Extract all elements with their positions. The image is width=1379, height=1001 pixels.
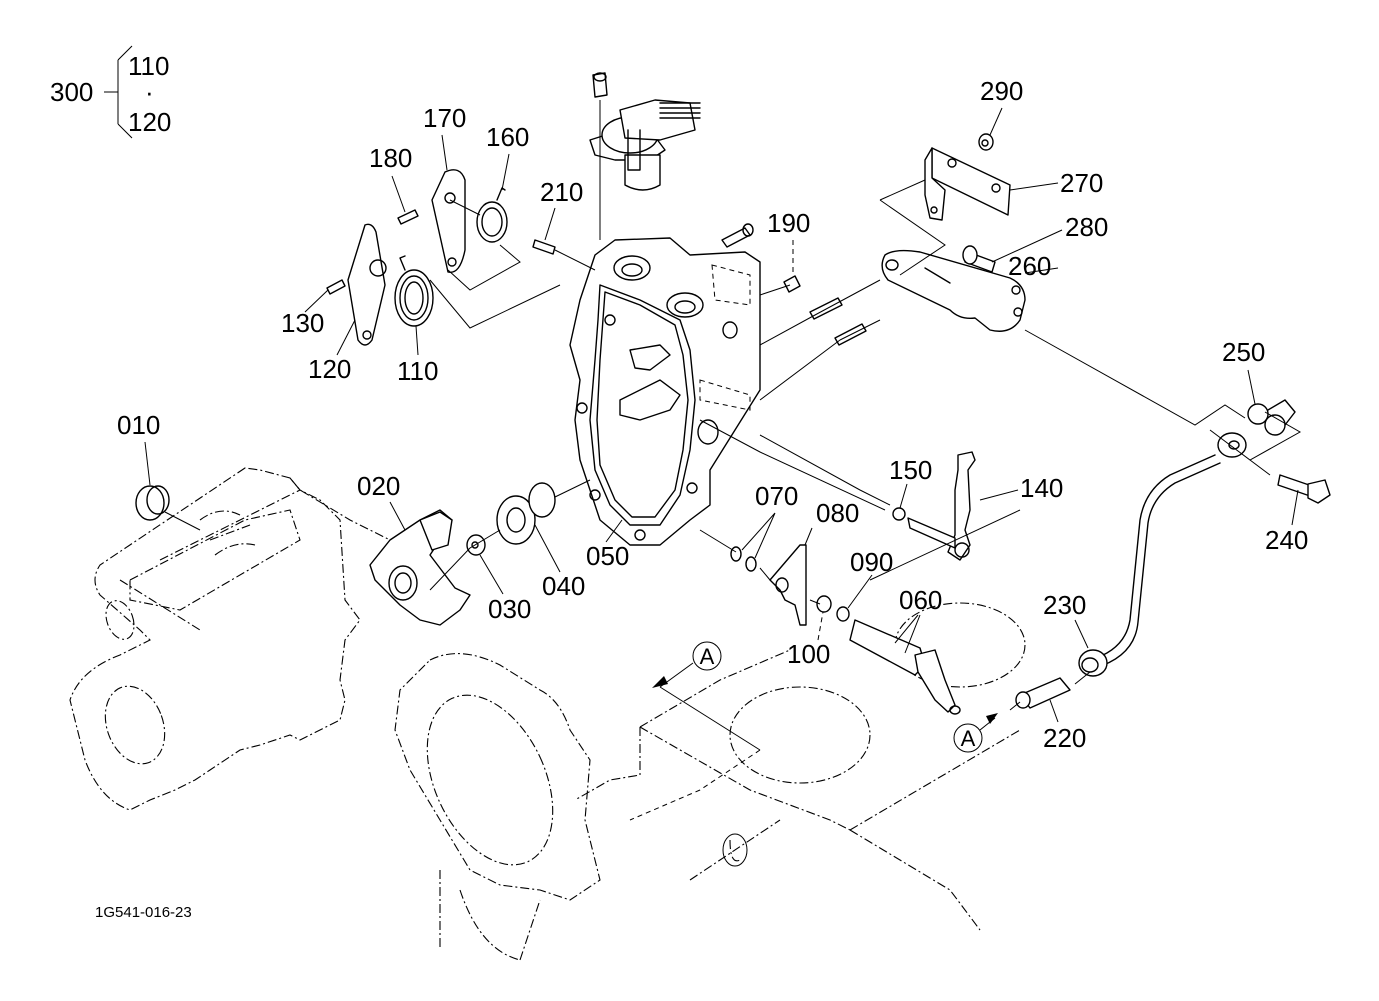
callout-230: 230 xyxy=(1043,590,1086,620)
clip-090 xyxy=(836,606,850,622)
section-marker-a-left: A xyxy=(652,641,761,751)
callout-190: 190 xyxy=(767,208,810,238)
assembly-member-bottom: 120 xyxy=(128,107,171,137)
callout-110: 110 xyxy=(397,356,438,386)
callout-250: 250 xyxy=(1222,337,1265,367)
plug-010 xyxy=(135,485,165,521)
callout-170: 170 xyxy=(423,103,466,133)
section-marker-label-right: A xyxy=(961,726,976,751)
spring-160 xyxy=(476,201,508,243)
callout-030: 030 xyxy=(488,594,531,624)
fork-lever-020 xyxy=(369,509,471,626)
sleeve-040 xyxy=(496,495,536,545)
callout-130: 130 xyxy=(281,308,324,338)
o-ring-070a xyxy=(730,546,742,562)
spring-plate-group xyxy=(326,169,596,346)
governor-housing-050 xyxy=(569,237,761,546)
pin-210 xyxy=(532,239,556,255)
bolt-240 xyxy=(1277,474,1313,497)
callout-270: 270 xyxy=(1060,168,1103,198)
pin-180 xyxy=(397,209,419,225)
callout-labels: 010 020 030 040 050 060 070 080 090 100 … xyxy=(117,76,1308,753)
callout-290: 290 xyxy=(980,76,1023,106)
assembly-brace xyxy=(104,45,133,139)
linkage-parts xyxy=(135,479,591,626)
callout-140: 140 xyxy=(1020,473,1063,503)
bracket-260 xyxy=(881,249,1026,332)
callout-160: 160 xyxy=(486,122,529,152)
nut-230 xyxy=(1078,649,1108,677)
shaft-060 xyxy=(849,619,926,676)
plate-170 xyxy=(431,169,466,274)
callout-120: 120 xyxy=(308,354,351,384)
callout-180: 180 xyxy=(369,143,412,173)
callout-280: 280 xyxy=(1065,212,1108,242)
lever-140 xyxy=(947,451,976,561)
engine-block-outline xyxy=(69,467,1026,961)
actuator-solenoid xyxy=(589,72,701,240)
eye-fitting xyxy=(1217,432,1247,458)
assembly-member-top: 110 xyxy=(128,51,169,81)
callout-210: 210 xyxy=(540,177,583,207)
assembly-number-label: 300 xyxy=(50,77,93,107)
pipe-group xyxy=(1009,329,1331,711)
arrow-head-left xyxy=(652,676,668,688)
figure-code: 1G541-016-23 xyxy=(95,904,192,921)
section-marker-label-left: A xyxy=(700,644,715,669)
callout-060: 060 xyxy=(899,585,942,615)
callout-090: 090 xyxy=(850,547,893,577)
callout-100: 100 xyxy=(787,639,830,669)
callout-220: 220 xyxy=(1043,723,1086,753)
assembly-separator: · xyxy=(145,77,154,107)
shaft-group xyxy=(699,419,1021,715)
callout-260: 260 xyxy=(1008,251,1051,281)
nut-290 xyxy=(978,133,994,151)
o-ring-150 xyxy=(892,507,906,521)
bracket-group xyxy=(879,133,1026,332)
nut-030 xyxy=(466,534,486,556)
spring-110 xyxy=(394,269,434,327)
callout-040: 040 xyxy=(542,571,585,601)
pin-130 xyxy=(326,279,346,295)
assembly-bracket: 300 110 · 120 xyxy=(50,45,171,139)
arrow-head-right xyxy=(986,713,998,724)
bolts-190-group xyxy=(721,223,881,401)
callout-150: 150 xyxy=(889,455,932,485)
o-ring-070b xyxy=(745,556,757,572)
callout-050: 050 xyxy=(586,541,629,571)
plate-120 xyxy=(347,223,386,346)
callout-070: 070 xyxy=(755,481,798,511)
callout-020: 020 xyxy=(357,471,400,501)
callout-010: 010 xyxy=(117,410,160,440)
callout-080: 080 xyxy=(816,498,859,528)
callout-240: 240 xyxy=(1265,525,1308,555)
washer-250a xyxy=(1247,403,1269,425)
washer-100 xyxy=(816,595,832,613)
section-marker-a-right: A xyxy=(953,713,998,753)
